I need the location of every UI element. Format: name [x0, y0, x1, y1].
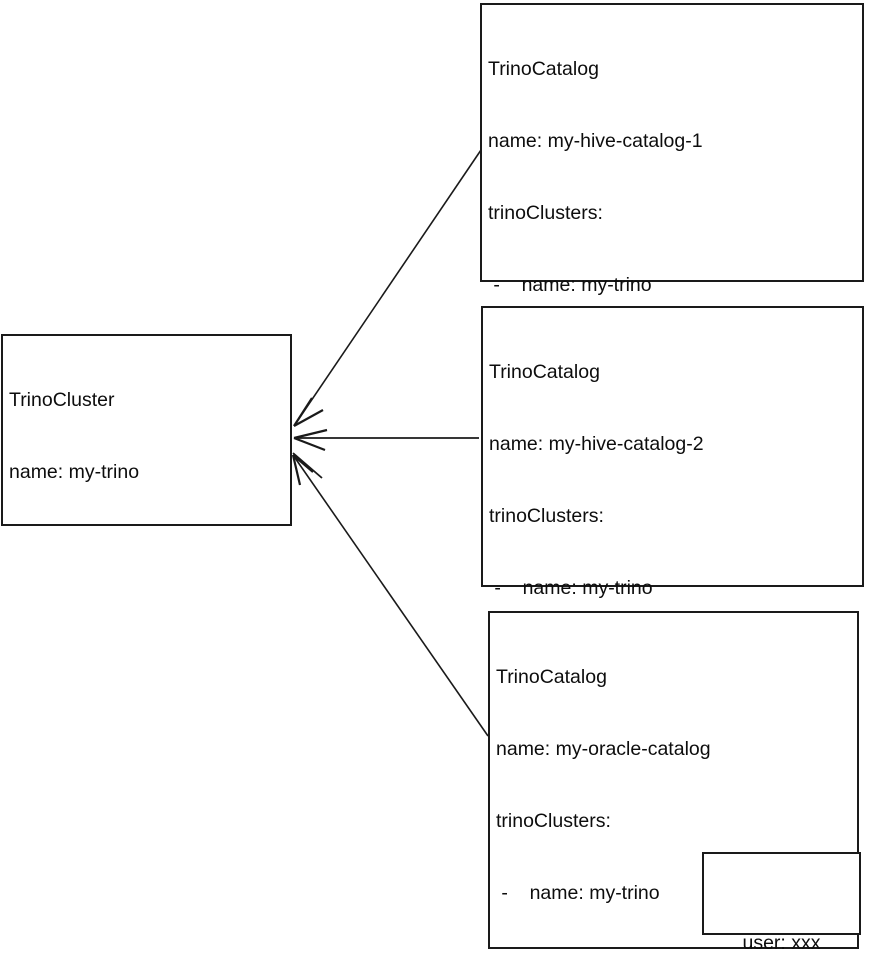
catalog-2-line-1: name: my-hive-catalog-2 [489, 433, 704, 455]
trino-cluster-box[interactable]: TrinoCluster name: my-trino [1, 334, 292, 526]
trino-catalog-box-my-hive-catalog-1[interactable]: TrinoCatalog name: my-hive-catalog-1 tri… [480, 3, 864, 656]
catalog-1-line-0: TrinoCatalog [488, 58, 599, 80]
catalog-2-line-3: - name: my-trino [489, 577, 653, 599]
cluster-line-1: name: my-trino [9, 461, 140, 483]
catalog-2-line-0: TrinoCatalog [489, 361, 600, 383]
catalog-1-line-1: name: my-hive-catalog-1 [488, 130, 703, 152]
cluster-line-0: TrinoCluster [9, 389, 115, 411]
catalog-3-line-3: - name: my-trino [496, 882, 660, 904]
catalog-3-line-1: name: my-oracle-catalog [496, 738, 711, 760]
credentials-secret-box[interactable]: user: xxx password: xxx [702, 852, 861, 954]
connector-catalog-2-to-cluster [293, 428, 479, 452]
catalog-3-line-2: trinoClusters: [496, 810, 611, 832]
trino-cluster-box-text: TrinoCluster name: my-trino [9, 340, 286, 532]
catalog-1-line-3: - name: my-trino [488, 274, 652, 296]
trino-catalog-3-text: TrinoCatalog name: my-oracle-catalog tri… [496, 617, 853, 954]
connector-catalog-3-to-cluster [291, 452, 489, 737]
secret-line-0: user: xxx [742, 932, 821, 954]
credentials-secret-text: user: xxx password: xxx [704, 868, 859, 954]
connector-catalog-1-to-cluster [293, 149, 482, 427]
catalog-3-line-0: TrinoCatalog [496, 666, 607, 688]
catalog-1-line-2: trinoClusters: [488, 202, 603, 224]
catalog-2-line-2: trinoClusters: [489, 505, 604, 527]
trino-catalog-box-my-hive-catalog-2[interactable]: TrinoCatalog name: my-hive-catalog-2 tri… [481, 306, 864, 887]
